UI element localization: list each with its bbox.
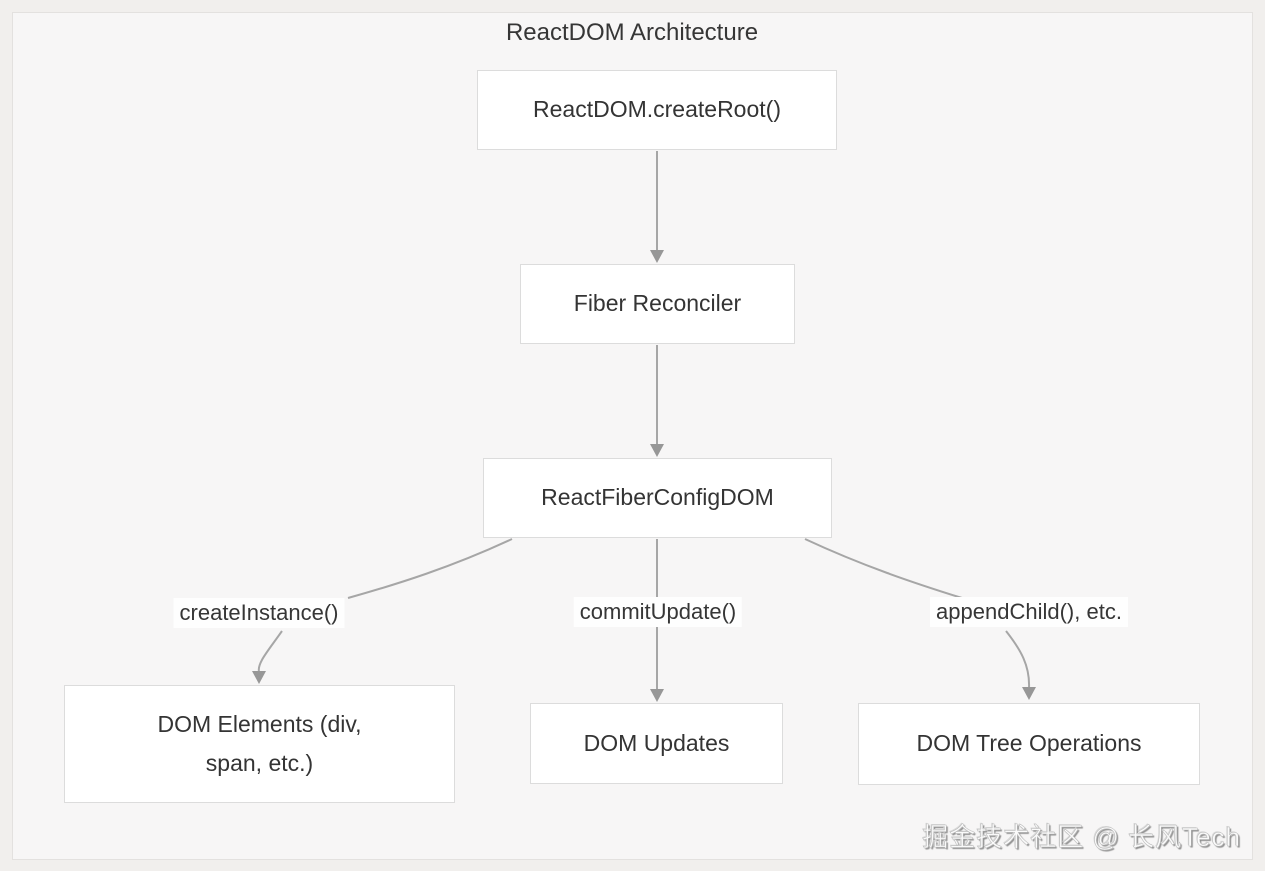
node-dom-elements-label: DOM Elements (div, span, etc.) xyxy=(157,710,362,776)
arrowhead-reconciler-icon xyxy=(650,250,664,263)
node-dom-tree-operations-label: DOM Tree Operations xyxy=(916,730,1142,757)
node-reactdom-createroot-label: ReactDOM.createRoot() xyxy=(533,96,781,123)
node-fiber-reconciler: Fiber Reconciler xyxy=(520,264,795,344)
edge-appendchild-to-domtreeops xyxy=(1005,630,1031,689)
watermark-text: 掘金技术社区 @ 长风Tech xyxy=(922,822,1241,853)
node-react-fiber-config-dom-label: ReactFiberConfigDOM xyxy=(541,484,774,511)
edge-configdom-to-appendchild xyxy=(804,538,963,599)
arrowhead-domtreeops-icon xyxy=(1022,687,1036,700)
arrowhead-configdom-icon xyxy=(650,444,664,457)
node-fiber-reconciler-label: Fiber Reconciler xyxy=(573,290,742,317)
edge-label-commit-update: commitUpdate() xyxy=(573,597,743,627)
edge-label-create-instance: createInstance() xyxy=(173,598,345,628)
node-dom-updates: DOM Updates xyxy=(530,703,783,784)
node-react-fiber-config-dom: ReactFiberConfigDOM xyxy=(483,458,832,538)
node-dom-updates-label: DOM Updates xyxy=(583,729,730,756)
node-dom-elements: DOM Elements (div, span, etc.) xyxy=(64,685,455,803)
edge-label-append-child: appendChild(), etc. xyxy=(930,597,1128,627)
edge-configdom-to-createinstance xyxy=(347,538,513,599)
node-reactdom-createroot: ReactDOM.createRoot() xyxy=(477,70,837,150)
arrowhead-domupdates-icon xyxy=(650,689,664,702)
node-dom-tree-operations: DOM Tree Operations xyxy=(858,703,1200,785)
arrowhead-domelements-icon xyxy=(252,671,266,684)
diagram-title: ReactDOM Architecture xyxy=(505,19,759,46)
edge-createinstance-to-domelements xyxy=(257,630,283,673)
